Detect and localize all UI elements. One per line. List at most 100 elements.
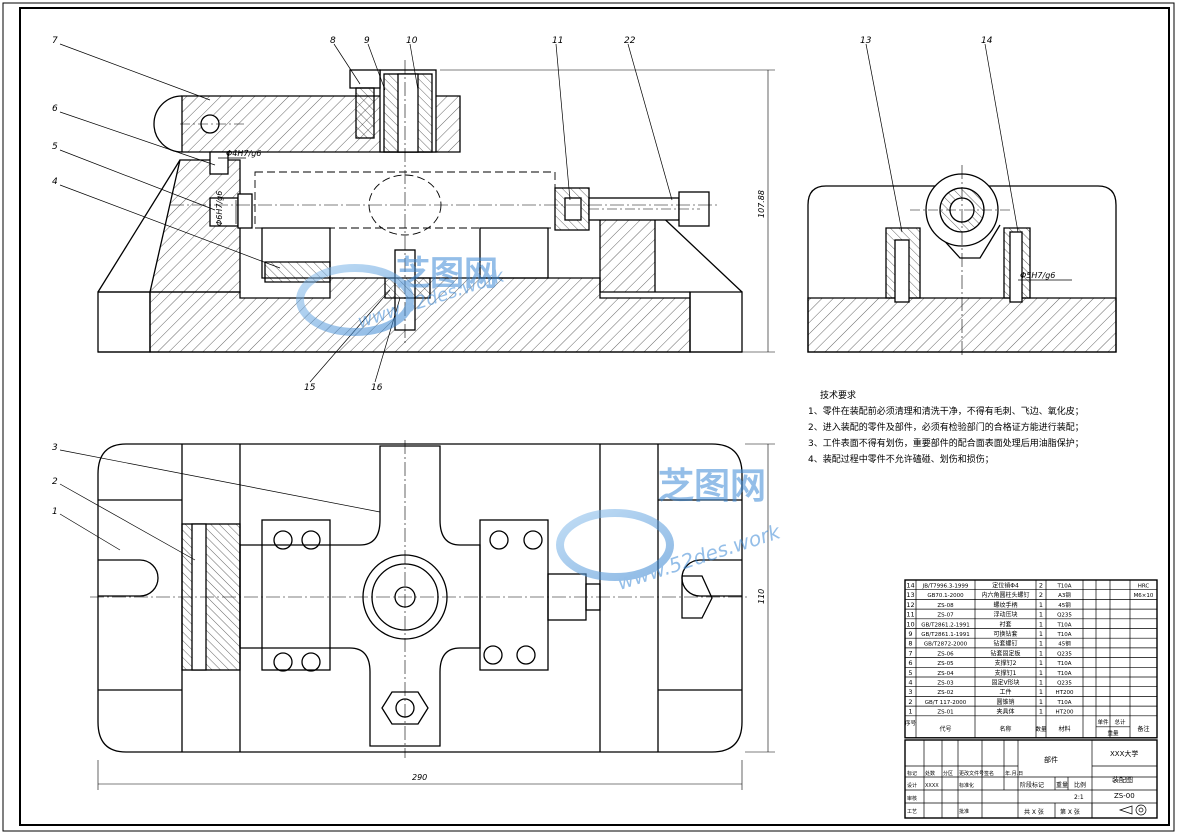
bom-cell-qty: 1 bbox=[1039, 679, 1043, 687]
bom-cell-name: 圆锥销 bbox=[996, 698, 1014, 706]
leaders-front bbox=[59, 43, 673, 383]
watermark-cn: 芝图网 bbox=[396, 254, 498, 294]
bom-cell-seq: 14 bbox=[906, 582, 914, 590]
bom-cell-code: ZS-08 bbox=[937, 603, 954, 609]
bom-cell-name: 浮动压块 bbox=[993, 611, 1017, 619]
bom-cell-material: A3钢 bbox=[1058, 591, 1071, 599]
bom-cell-code: ZS-02 bbox=[937, 690, 953, 696]
tech-item: 2、进入装配的零件及部件，必须有检验部门的合格证方能进行装配； bbox=[808, 423, 1084, 433]
bom-cell-seq: 9 bbox=[908, 630, 912, 638]
top-view bbox=[90, 440, 775, 790]
tb-mark: 标记 bbox=[907, 770, 917, 777]
right-support bbox=[599, 209, 690, 293]
bom-cell-code: ZS-05 bbox=[937, 661, 954, 667]
bom-cell-seq: 13 bbox=[906, 591, 914, 599]
bom-cell-name: 支撑钉1 bbox=[995, 669, 1017, 677]
balloon-22: 22 bbox=[624, 36, 636, 46]
watermark-cn: 芝图网 bbox=[658, 466, 766, 507]
bom-cell-code: ZS-07 bbox=[937, 613, 954, 619]
balloon-13: 13 bbox=[860, 36, 872, 46]
leaders-top bbox=[59, 449, 381, 561]
balloon-9: 9 bbox=[364, 36, 370, 46]
bom-cell-material: Q235 bbox=[1057, 681, 1072, 687]
balloon-14: 14 bbox=[981, 36, 993, 46]
tech-item: 1、零件在装配前必须清理和清洗干净，不得有毛刺、飞边、氧化皮； bbox=[808, 407, 1084, 417]
inner-border bbox=[19, 7, 1170, 826]
bom-cell-code: ZS-01 bbox=[937, 710, 953, 716]
bom-cell-material: T10A bbox=[1056, 622, 1071, 628]
bom-cell-name: 钻套固定板 bbox=[990, 649, 1020, 657]
bom-cell-code: JB/T7996.3-1999 bbox=[922, 584, 969, 590]
bom-cell-name: 支撑钉2 bbox=[995, 659, 1017, 667]
bom-cell-code: GB/T2861.2-1991 bbox=[921, 622, 969, 628]
bom-header-seq: 序号 bbox=[905, 719, 917, 727]
bom-cell-seq: 7 bbox=[908, 649, 912, 657]
bom-cell-seq: 6 bbox=[908, 659, 912, 667]
watermark-url: www.52des.work bbox=[614, 519, 784, 595]
tb-scale: 2:1 bbox=[1074, 794, 1084, 801]
bom-cell-code: ZS-06 bbox=[937, 651, 954, 657]
tech-requirements: 技术要求 1、零件在装配前必须清理和清洗干净，不得有毛刺、飞边、氧化皮； 2、进… bbox=[808, 388, 1148, 468]
tb-craft: 工艺 bbox=[907, 809, 917, 815]
balloon-labels: 7 8 9 10 11 22 6 5 4 15 16 3 2 1 13 14 bbox=[52, 36, 993, 517]
tb-weight: 重量 bbox=[1056, 781, 1068, 789]
tech-title: 技术要求 bbox=[820, 391, 857, 401]
bom-cell-material: 45钢 bbox=[1058, 601, 1071, 609]
dim-width-total: 290 bbox=[412, 773, 427, 782]
front-base bbox=[97, 291, 151, 353]
bom-cell-qty: 1 bbox=[1039, 698, 1043, 706]
side-view bbox=[807, 165, 1117, 355]
bom-cell-name: 定位销Φ4 bbox=[992, 582, 1019, 590]
balloon-11: 11 bbox=[552, 36, 563, 46]
bom-cell-code: ZS-03 bbox=[937, 681, 954, 687]
bom-cell-code: ZS-04 bbox=[937, 671, 954, 677]
tb-review: 审核 bbox=[907, 795, 917, 802]
tech-item: 4、装配过程中零件不允许磕碰、划伤和损伤； bbox=[808, 455, 994, 465]
balloon-4: 4 bbox=[52, 177, 58, 187]
bom-header-remark: 备注 bbox=[1137, 725, 1149, 733]
bom-cell-name: 可换钻套 bbox=[993, 630, 1017, 638]
bom-cell-code: GB/T2861.1-1991 bbox=[921, 632, 969, 638]
bom-cell-material: T10A bbox=[1056, 671, 1071, 677]
bom-cell-material: HT200 bbox=[1056, 710, 1074, 716]
bom-cell-name: 衬套 bbox=[999, 620, 1011, 628]
bom-cell-seq: 11 bbox=[906, 611, 914, 619]
bom-cell-code: GB/T 117-2000 bbox=[925, 700, 967, 706]
bom-cell-seq: 10 bbox=[906, 620, 914, 628]
bom-header-qty: 数量 bbox=[1035, 725, 1047, 733]
balloon-8: 8 bbox=[330, 36, 336, 46]
tb-count: 处数 bbox=[925, 770, 935, 777]
watermark-top: 芝图网 www.52des.work bbox=[556, 466, 784, 595]
bom-cell-seq: 5 bbox=[908, 669, 912, 677]
tb-design: 设计 bbox=[907, 782, 917, 789]
bom-header-weight: 重量 bbox=[1107, 729, 1119, 737]
bom-cell-seq: 3 bbox=[908, 688, 912, 696]
bom-cell-qty: 1 bbox=[1039, 611, 1043, 619]
bom-cell-code: GB/T2872-2000 bbox=[924, 642, 968, 648]
tb-ratio: 比例 bbox=[1074, 781, 1086, 789]
balloon-5: 5 bbox=[52, 142, 58, 152]
bom-cell-qty: 1 bbox=[1039, 688, 1043, 696]
fit-labels: Φ4H7/g6 Φ6H7/g6 Φ5H7/g6 bbox=[215, 149, 1055, 280]
tb-school: XXX大学 bbox=[1110, 749, 1138, 758]
bom-cell-material: Q235 bbox=[1057, 651, 1072, 657]
bom-cell-material: HT200 bbox=[1056, 690, 1074, 696]
bom-header-code: 代号 bbox=[939, 725, 951, 733]
dimension-labels: 107.88 290 110 bbox=[412, 190, 766, 782]
leaders-side bbox=[865, 43, 1072, 281]
bom-cell-qty: 1 bbox=[1039, 659, 1043, 667]
tb-stage: 阶段标记 bbox=[1020, 781, 1044, 789]
fit-left: Φ6H7/g6 bbox=[215, 191, 224, 226]
bom-cell-material: T10A bbox=[1056, 700, 1071, 706]
bom-cell-seq: 1 bbox=[908, 708, 912, 716]
bom-table bbox=[904, 579, 1158, 739]
bom-cell-qty: 1 bbox=[1039, 601, 1043, 609]
tb-zone: 分区 bbox=[943, 770, 953, 777]
tb-drawing: 装配图 bbox=[1112, 775, 1133, 784]
fit-side: Φ5H7/g6 bbox=[1020, 271, 1055, 280]
bom-header-total: 总计 bbox=[1114, 718, 1126, 726]
bom-cell-remark: M6×10 bbox=[1134, 593, 1154, 599]
bom-cell-seq: 12 bbox=[906, 601, 914, 609]
balloon-3: 3 bbox=[52, 443, 58, 453]
